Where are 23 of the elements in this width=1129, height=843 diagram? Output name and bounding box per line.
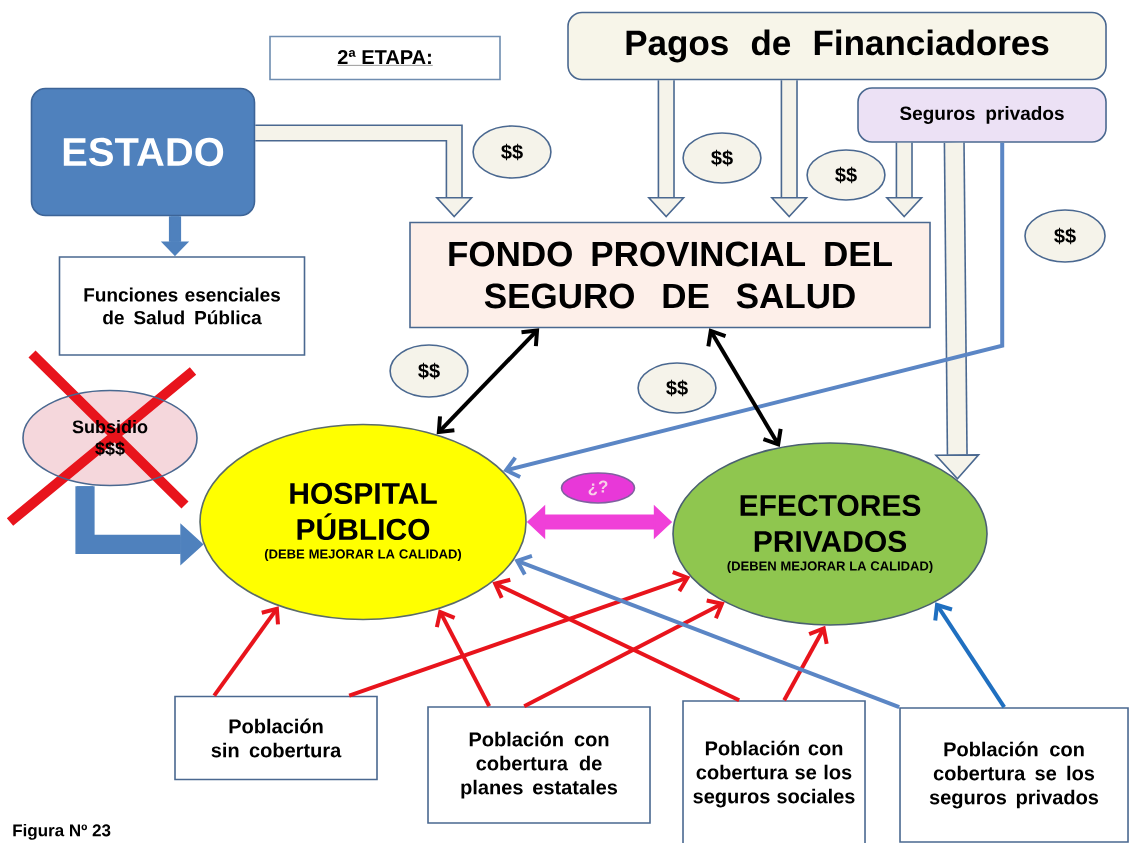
- process-box: FONDO PROVINCIAL DEL SEGURO DE SALUD: [409, 221, 931, 329]
- arrow: [706, 328, 783, 447]
- process-box: Funciones esenciales de Salud Pública: [58, 256, 306, 356]
- arrow: [436, 328, 540, 435]
- process-box: Seguros privados: [857, 87, 1107, 143]
- population-box: Población con cobertura de planes estatales: [427, 706, 651, 824]
- arrow: [212, 606, 280, 697]
- arrow: [503, 142, 1005, 479]
- arrow: [348, 570, 691, 698]
- figure-caption: Figura Nº 23: [13, 823, 111, 840]
- process-box: ESTADO: [30, 87, 256, 217]
- process-box: Pagos de Financiadores: [567, 11, 1107, 81]
- population-box: Población con cobertura se los seguros privados: [899, 707, 1129, 843]
- arrow: [492, 577, 741, 702]
- arrow: [523, 598, 725, 708]
- stage-box: 2ª ETAPA:: [269, 35, 501, 81]
- arrow: [782, 625, 829, 702]
- arrow: [434, 609, 491, 708]
- population-box: Población con cobertura se los seguros sociales: [682, 700, 866, 843]
- population-box: Población sin cobertura: [174, 695, 378, 781]
- arrow: [933, 602, 1006, 709]
- block-arrow: [255, 124, 474, 218]
- arrow: [514, 553, 900, 710]
